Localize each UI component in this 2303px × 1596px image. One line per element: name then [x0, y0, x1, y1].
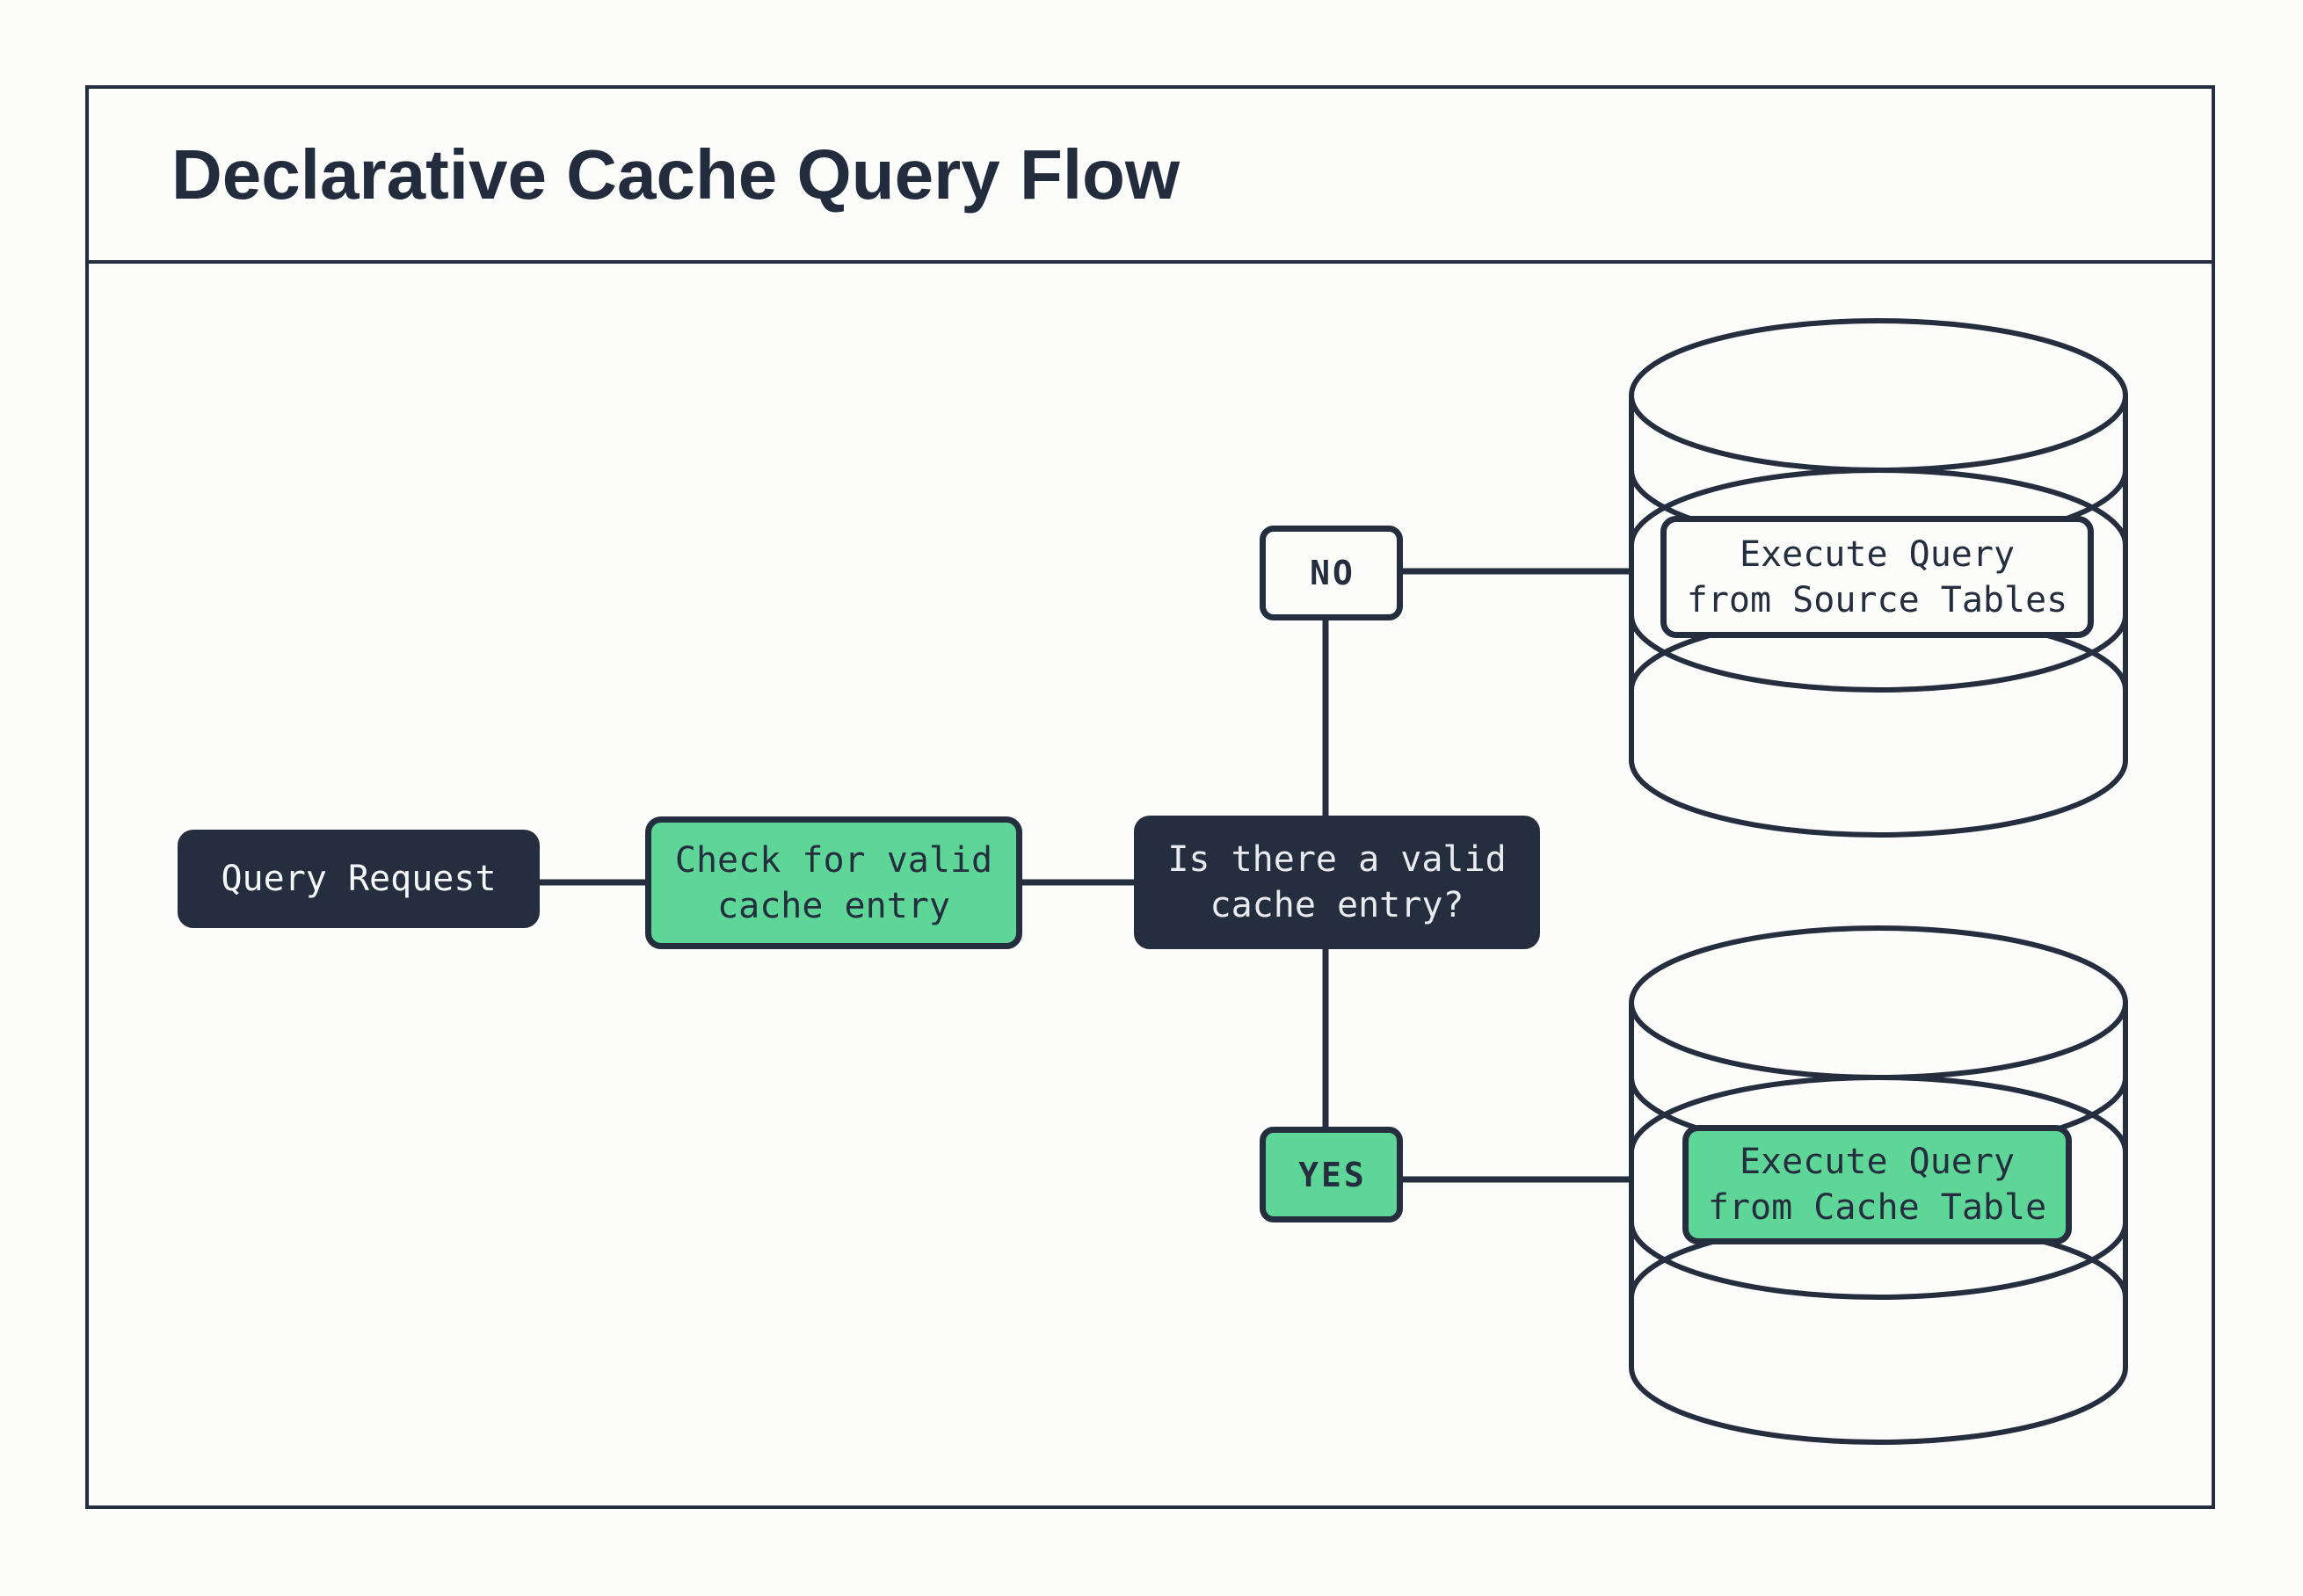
node-decision: Is there a valid cache entry? — [1134, 816, 1540, 949]
node-check-cache: Check for valid cache entry — [645, 816, 1022, 949]
cylinder-walls — [1629, 1003, 2128, 1367]
diagram-frame: Declarative Cache Query Flow — [85, 85, 2215, 1509]
node-check-cache-line1: Check for valid — [674, 839, 993, 881]
cylinder-bottom-arc — [1629, 759, 2128, 838]
edge-label-no: NO — [1260, 526, 1403, 620]
cylinder-top-ellipse — [1629, 318, 2128, 473]
edges — [536, 568, 1631, 1183]
edge-label-no-text: NO — [1310, 554, 1355, 592]
node-decision-line2: cache entry? — [1210, 885, 1464, 925]
node-source-db-line1: Execute Query — [1739, 533, 2016, 575]
node-query-request: Query Request — [178, 830, 540, 928]
page-title: Declarative Cache Query Flow — [171, 134, 1181, 214]
node-cache-db-line1: Execute Query — [1739, 1142, 2016, 1182]
edge-label-yes-text: YES — [1298, 1155, 1367, 1194]
node-cache-db-line2: from Cache Table — [1707, 1187, 2047, 1228]
node-cache-db-label: Execute Query from Cache Table — [1682, 1125, 2072, 1244]
cylinder-top-ellipse — [1629, 925, 2128, 1080]
diagram-header: Declarative Cache Query Flow — [89, 89, 2212, 264]
edge-label-yes: YES — [1260, 1127, 1403, 1222]
cylinder-bottom-arc — [1629, 1367, 2128, 1445]
cylinder-walls — [1629, 395, 2128, 760]
node-check-cache-line2: cache entry — [717, 885, 950, 926]
node-source-db-label: Execute Query from Source Tables — [1660, 516, 2094, 638]
node-query-request-label: Query Request — [221, 859, 497, 899]
node-decision-line1: Is there a valid — [1167, 839, 1507, 880]
node-source-db-line2: from Source Tables — [1686, 579, 2068, 620]
